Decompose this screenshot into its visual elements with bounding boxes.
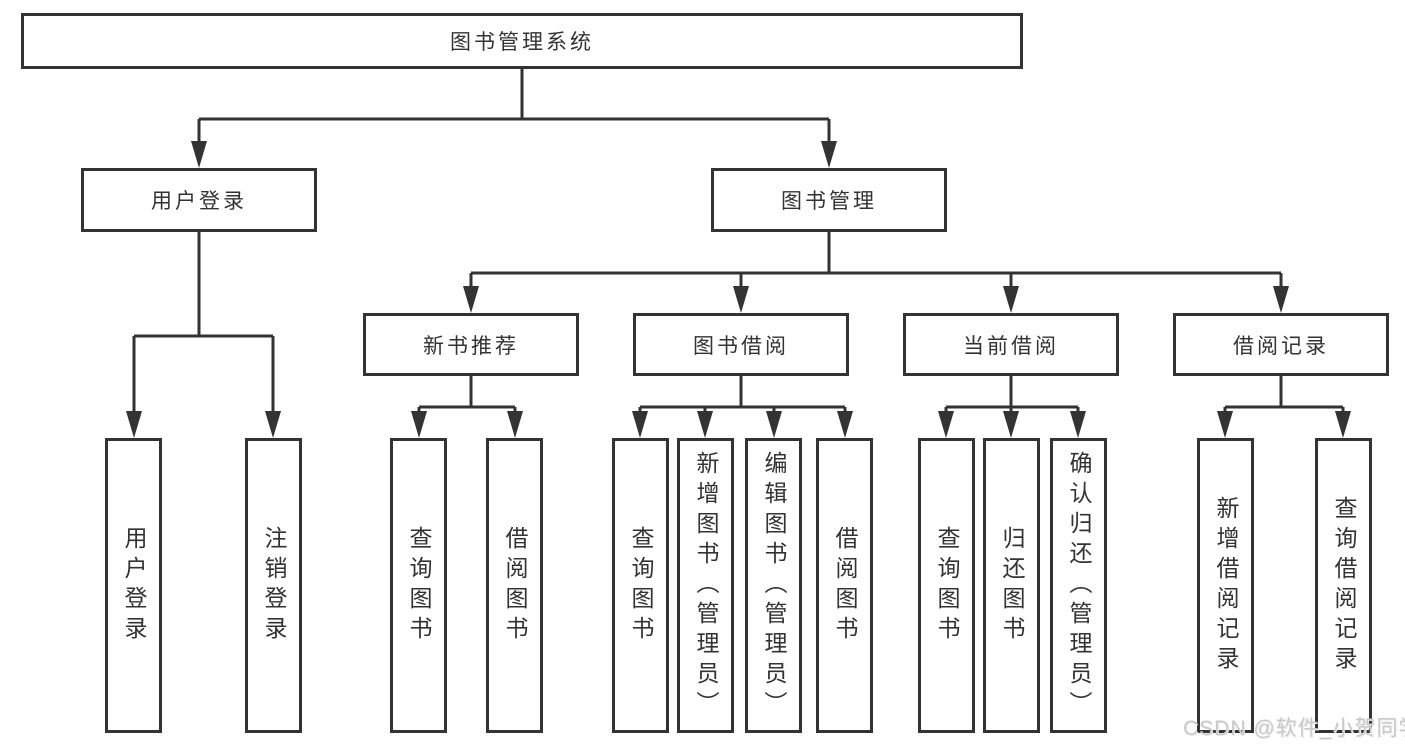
arrow-icon: [1003, 411, 1019, 438]
arrow-icon: [1070, 411, 1086, 438]
leaf-label: 查询图书: [406, 525, 432, 646]
leaf-confirm-return-admin: 确认归还（管理员）: [1050, 438, 1107, 733]
leaf-return-books: 归还图书: [983, 438, 1040, 733]
arrow-icon: [1217, 411, 1233, 438]
leaf-label: 用户登录: [121, 525, 147, 646]
leaf-logout: 注销登录: [245, 438, 302, 733]
node-label: 当前借阅: [963, 334, 1059, 358]
arrowheads: [126, 141, 1351, 438]
leaf-label: 编辑图书（管理员）: [761, 450, 787, 721]
leaf-user-login: 用户登录: [105, 438, 162, 733]
arrow-icon: [1273, 286, 1289, 313]
node-book-management: 图书管理: [711, 168, 947, 232]
leaf-query-books: 查询图书: [918, 438, 975, 733]
arrow-icon: [1335, 411, 1351, 438]
arrow-icon: [697, 411, 713, 438]
node-label: 借阅记录: [1233, 334, 1329, 358]
arrow-icon: [821, 141, 837, 168]
node-label: 新书推荐: [423, 334, 519, 358]
connector-segments: [132, 69, 1345, 420]
leaf-label: 查询图书: [934, 525, 960, 646]
arrow-icon: [411, 411, 427, 438]
leaf-label: 查询借阅记录: [1331, 495, 1357, 676]
node-book-borrow: 图书借阅: [633, 313, 849, 376]
arrow-icon: [126, 411, 142, 438]
node-label: 图书借阅: [693, 334, 789, 358]
csdn-watermark: CSDN @软件_小贺同学: [1183, 717, 1405, 740]
leaf-label: 确认归还（管理员）: [1066, 450, 1092, 721]
arrow-icon: [938, 411, 954, 438]
node-borrow-records: 借阅记录: [1173, 313, 1389, 376]
arrow-icon: [265, 411, 281, 438]
arrow-icon: [733, 286, 749, 313]
node-library-management-system: 图书管理系统: [21, 13, 1023, 69]
arrow-icon: [632, 411, 648, 438]
node-label: 图书管理: [781, 190, 877, 213]
leaf-label: 借阅图书: [502, 525, 528, 646]
leaf-query-books: 查询图书: [390, 438, 447, 733]
arrow-icon: [766, 411, 782, 438]
node-label: 用户登录: [151, 190, 247, 213]
leaf-borrow-books: 借阅图书: [816, 438, 873, 733]
leaf-add-borrow-record: 新增借阅记录: [1197, 438, 1254, 733]
node-new-book-recommend: 新书推荐: [363, 313, 579, 376]
node-label: 图书管理系统: [450, 31, 594, 54]
leaf-query-borrow-record: 查询借阅记录: [1315, 438, 1372, 733]
leaf-add-books-admin: 新增图书（管理员）: [677, 438, 734, 733]
arrow-icon: [1003, 286, 1019, 313]
leaf-query-books: 查询图书: [612, 438, 669, 733]
arrow-icon: [463, 286, 479, 313]
leaf-label: 新增借阅记录: [1213, 495, 1239, 676]
node-user-login: 用户登录: [81, 168, 317, 232]
arrow-icon: [507, 411, 523, 438]
leaf-label: 新增图书（管理员）: [693, 450, 719, 721]
leaf-edit-books-admin: 编辑图书（管理员）: [745, 438, 802, 733]
leaf-label: 注销登录: [261, 525, 287, 646]
arrow-icon: [191, 141, 207, 168]
arrow-icon: [837, 411, 853, 438]
leaf-borrow-books: 借阅图书: [486, 438, 543, 733]
leaf-label: 归还图书: [999, 525, 1025, 646]
leaf-label: 借阅图书: [832, 525, 858, 646]
leaf-label: 查询图书: [628, 525, 654, 646]
node-current-borrow: 当前借阅: [903, 313, 1119, 376]
